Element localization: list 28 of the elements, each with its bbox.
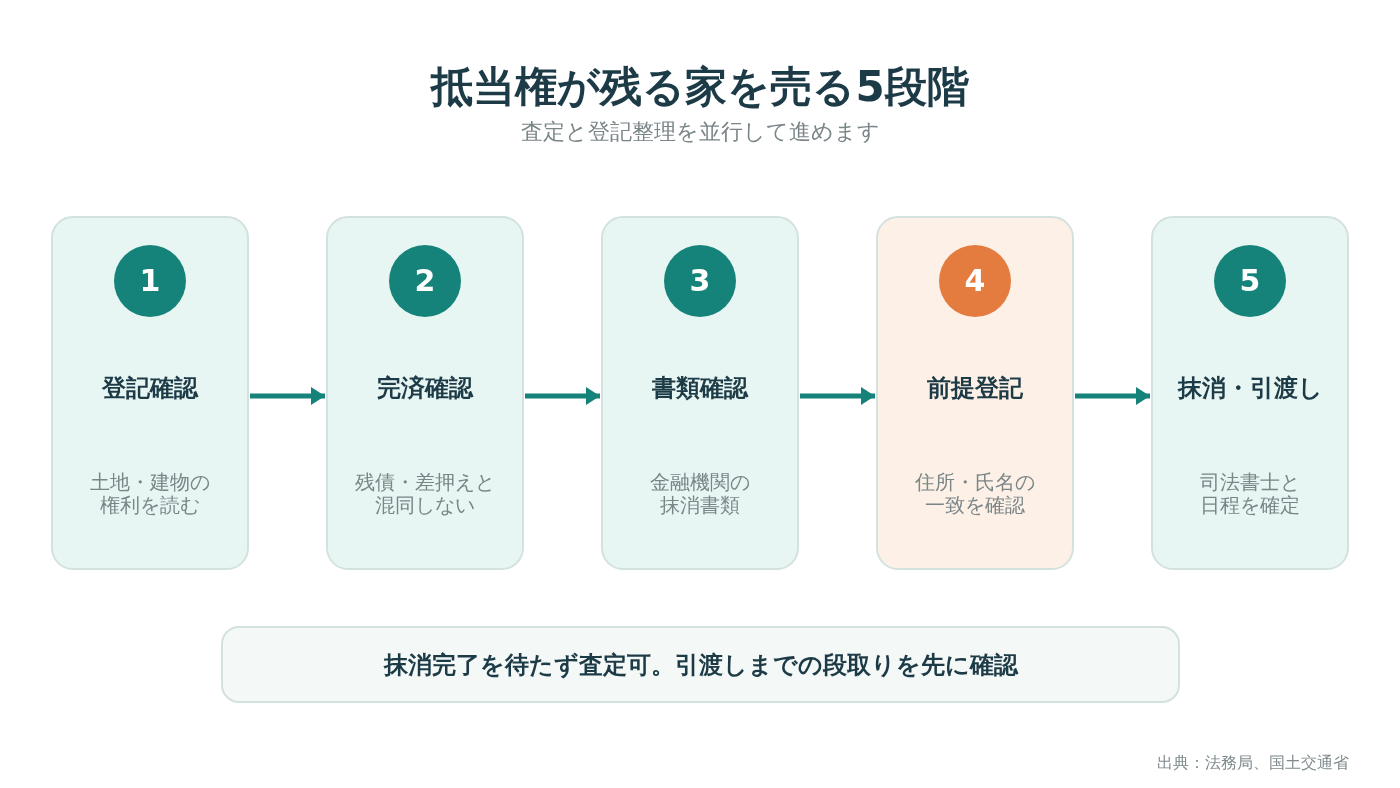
step-card	[601, 216, 799, 570]
arrow	[250, 387, 325, 405]
step-title: 前提登記	[926, 373, 1024, 403]
arrow	[800, 387, 875, 405]
step-title: 完済確認	[376, 373, 475, 403]
step-description: 住所・氏名の一致を確認	[914, 471, 1036, 517]
arrow	[1075, 387, 1150, 405]
step-card	[876, 216, 1074, 570]
step-description: 司法書士と日程を確定	[1199, 471, 1301, 517]
step-description: 土地・建物の権利を読む	[89, 471, 211, 517]
arrow	[525, 387, 600, 405]
step-number-circle: 2	[389, 245, 461, 317]
source-note: 出典：法務局、国土交通省	[1157, 753, 1349, 773]
note-box: 抹消完了を待たず査定可。引渡しまでの段取りを先に確認	[221, 626, 1180, 703]
step-card	[1151, 216, 1349, 570]
step-title: 抹消・引渡し	[1176, 373, 1324, 403]
title: 抵当権が残る家を売る5段階	[429, 62, 970, 112]
step-description: 金融機関の抹消書類	[649, 471, 751, 517]
step-description: 残債・差押えと混同しない	[354, 471, 496, 517]
step-card	[326, 216, 524, 570]
step-number-circle: 3	[664, 245, 736, 317]
step-title: 書類確認	[651, 373, 750, 403]
step-number-circle: 4	[939, 245, 1011, 317]
step-number-circle: 1	[114, 245, 186, 317]
step-title: 登記確認	[101, 373, 200, 403]
subtitle: 査定と登記整理を並行して進めます	[519, 118, 881, 146]
step-card	[51, 216, 249, 570]
step-number-circle: 5	[1214, 245, 1286, 317]
